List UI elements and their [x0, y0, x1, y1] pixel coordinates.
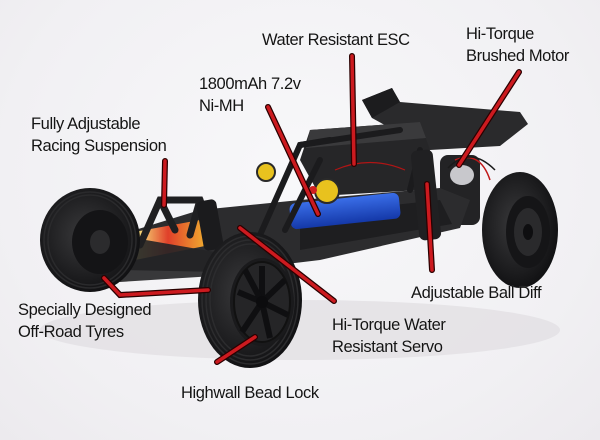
- front-right-wheel: [198, 232, 302, 368]
- callout-text: Fully Adjustable: [31, 115, 141, 133]
- callout-suspension: Fully Adjustable Racing Suspension: [31, 113, 167, 157]
- rear-wheel: [482, 172, 558, 288]
- callout-esc: Water Resistant ESC: [262, 29, 410, 51]
- battery-pack: [289, 192, 401, 230]
- callout-text: Specially Designed: [18, 301, 152, 319]
- callout-text: Racing Suspension: [31, 137, 167, 155]
- callout-motor: Hi-Torque Brushed Motor: [466, 23, 569, 67]
- callout-servo: Hi-Torque Water Resistant Servo: [332, 314, 446, 358]
- callout-text: Water Resistant ESC: [262, 31, 410, 49]
- callout-text: Resistant Servo: [332, 338, 443, 356]
- callout-text: Brushed Motor: [466, 47, 570, 65]
- callout-text: Adjustable Ball Diff: [411, 284, 542, 302]
- callout-pointers: [101, 53, 522, 365]
- callout-beadlock: Highwall Bead Lock: [181, 382, 319, 404]
- callout-battery: 1800mAh 7.2v Ni-MH: [199, 73, 301, 117]
- callout-text: Ni-MH: [199, 97, 244, 115]
- callout-tyres: Specially Designed Off-Road Tyres: [18, 299, 152, 343]
- callout-text: Highwall Bead Lock: [181, 384, 319, 402]
- body-mounts: [256, 162, 340, 204]
- callout-text: Hi-Torque: [466, 25, 534, 43]
- callout-text: Hi-Torque Water: [332, 316, 446, 334]
- ground-shadow: [40, 300, 560, 360]
- front-shock: [196, 199, 224, 251]
- front-left-wheel: [40, 188, 140, 292]
- callout-text: Off-Road Tyres: [18, 323, 124, 341]
- callout-text: 1800mAh 7.2v: [199, 75, 301, 93]
- callout-diff: Adjustable Ball Diff: [411, 282, 542, 304]
